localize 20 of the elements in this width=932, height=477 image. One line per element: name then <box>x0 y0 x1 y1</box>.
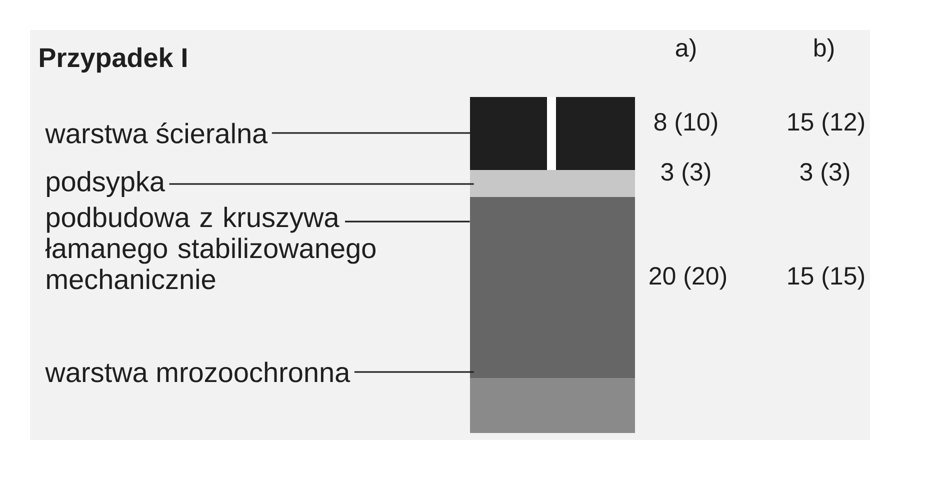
pavement-layer <box>470 170 635 197</box>
thickness-value: 20 (20) <box>650 266 726 290</box>
leader-line <box>169 183 474 185</box>
layer-label: podsypka <box>47 170 166 198</box>
column-heading: b) <box>814 38 834 62</box>
layer-label: warstwa ścieralna <box>45 122 268 144</box>
leader-line <box>354 371 474 373</box>
thickness-value: 3 (3) <box>800 162 850 186</box>
layer-label: podbudowa z kruszywa łamanego stabilizowanego mechanicznie <box>45 206 376 290</box>
leader-line <box>345 220 470 222</box>
thickness-value: 3 (3) <box>661 162 710 186</box>
thickness-value: 8 (10) <box>654 112 718 136</box>
thickness-value: 15 (15) <box>788 266 864 290</box>
pavement-layer <box>470 97 635 170</box>
column-heading: a) <box>676 38 696 62</box>
title: Przypadek I <box>40 47 186 73</box>
layer-label: warstwa mrozoochronna <box>45 362 350 382</box>
pavement-layer <box>470 197 635 378</box>
thickness-value: 15 (12) <box>788 112 864 136</box>
pavement-layer <box>470 378 635 433</box>
